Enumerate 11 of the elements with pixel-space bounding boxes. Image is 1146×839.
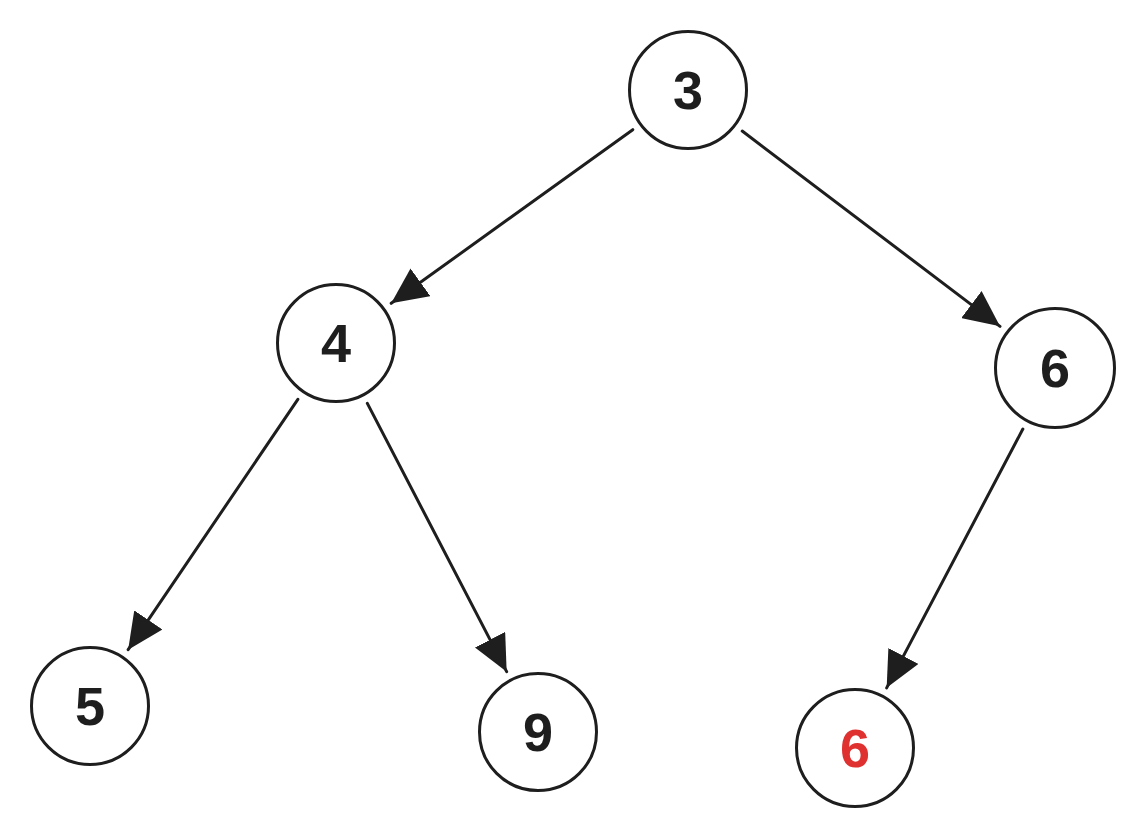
- node-number: 5: [74, 679, 105, 733]
- arrow: [365, 401, 509, 674]
- arrow: [740, 129, 1002, 328]
- node-number: 3: [672, 63, 703, 117]
- node-number: 6: [1039, 341, 1070, 395]
- arrow: [885, 427, 1025, 690]
- arrow: [389, 128, 635, 305]
- node-number: 4: [320, 316, 351, 370]
- arrow: [126, 397, 300, 652]
- node-number: 6: [839, 721, 870, 775]
- node-number: 9: [522, 705, 553, 759]
